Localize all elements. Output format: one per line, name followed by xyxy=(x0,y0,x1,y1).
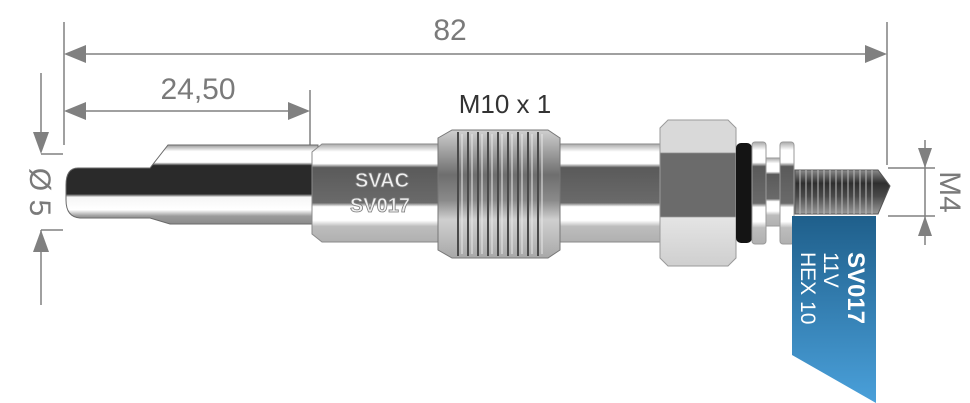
thread-m10 xyxy=(437,129,561,259)
terminal-stud-m4 xyxy=(794,169,891,215)
part-number-engraving: SV017 xyxy=(350,195,410,217)
dimension-tip-length xyxy=(64,90,311,145)
dimension-tip-diameter xyxy=(33,73,63,305)
ribbon-voltage: 11V xyxy=(819,252,842,288)
overall-length-label: 82 xyxy=(433,14,466,47)
thread-size-label: M10 x 1 xyxy=(459,89,552,119)
heater-tip xyxy=(65,144,319,225)
terminal-collar xyxy=(751,141,795,245)
brand-engraving: SVAC xyxy=(355,170,409,192)
spec-ribbon xyxy=(792,216,876,403)
sealing-washer xyxy=(736,143,752,243)
ribbon-hex-size: HEX 10 xyxy=(796,252,819,324)
tip-diameter-label: Ø 5 xyxy=(23,168,56,216)
dimension-terminal-thread xyxy=(888,140,935,245)
hex-nut xyxy=(659,119,737,267)
ribbon-part-number: SV017 xyxy=(842,252,869,324)
plug-body xyxy=(311,143,666,243)
dimension-overall-length xyxy=(63,22,888,165)
tip-length-label: 24,50 xyxy=(160,73,235,106)
terminal-thread-label: M4 xyxy=(933,171,966,213)
